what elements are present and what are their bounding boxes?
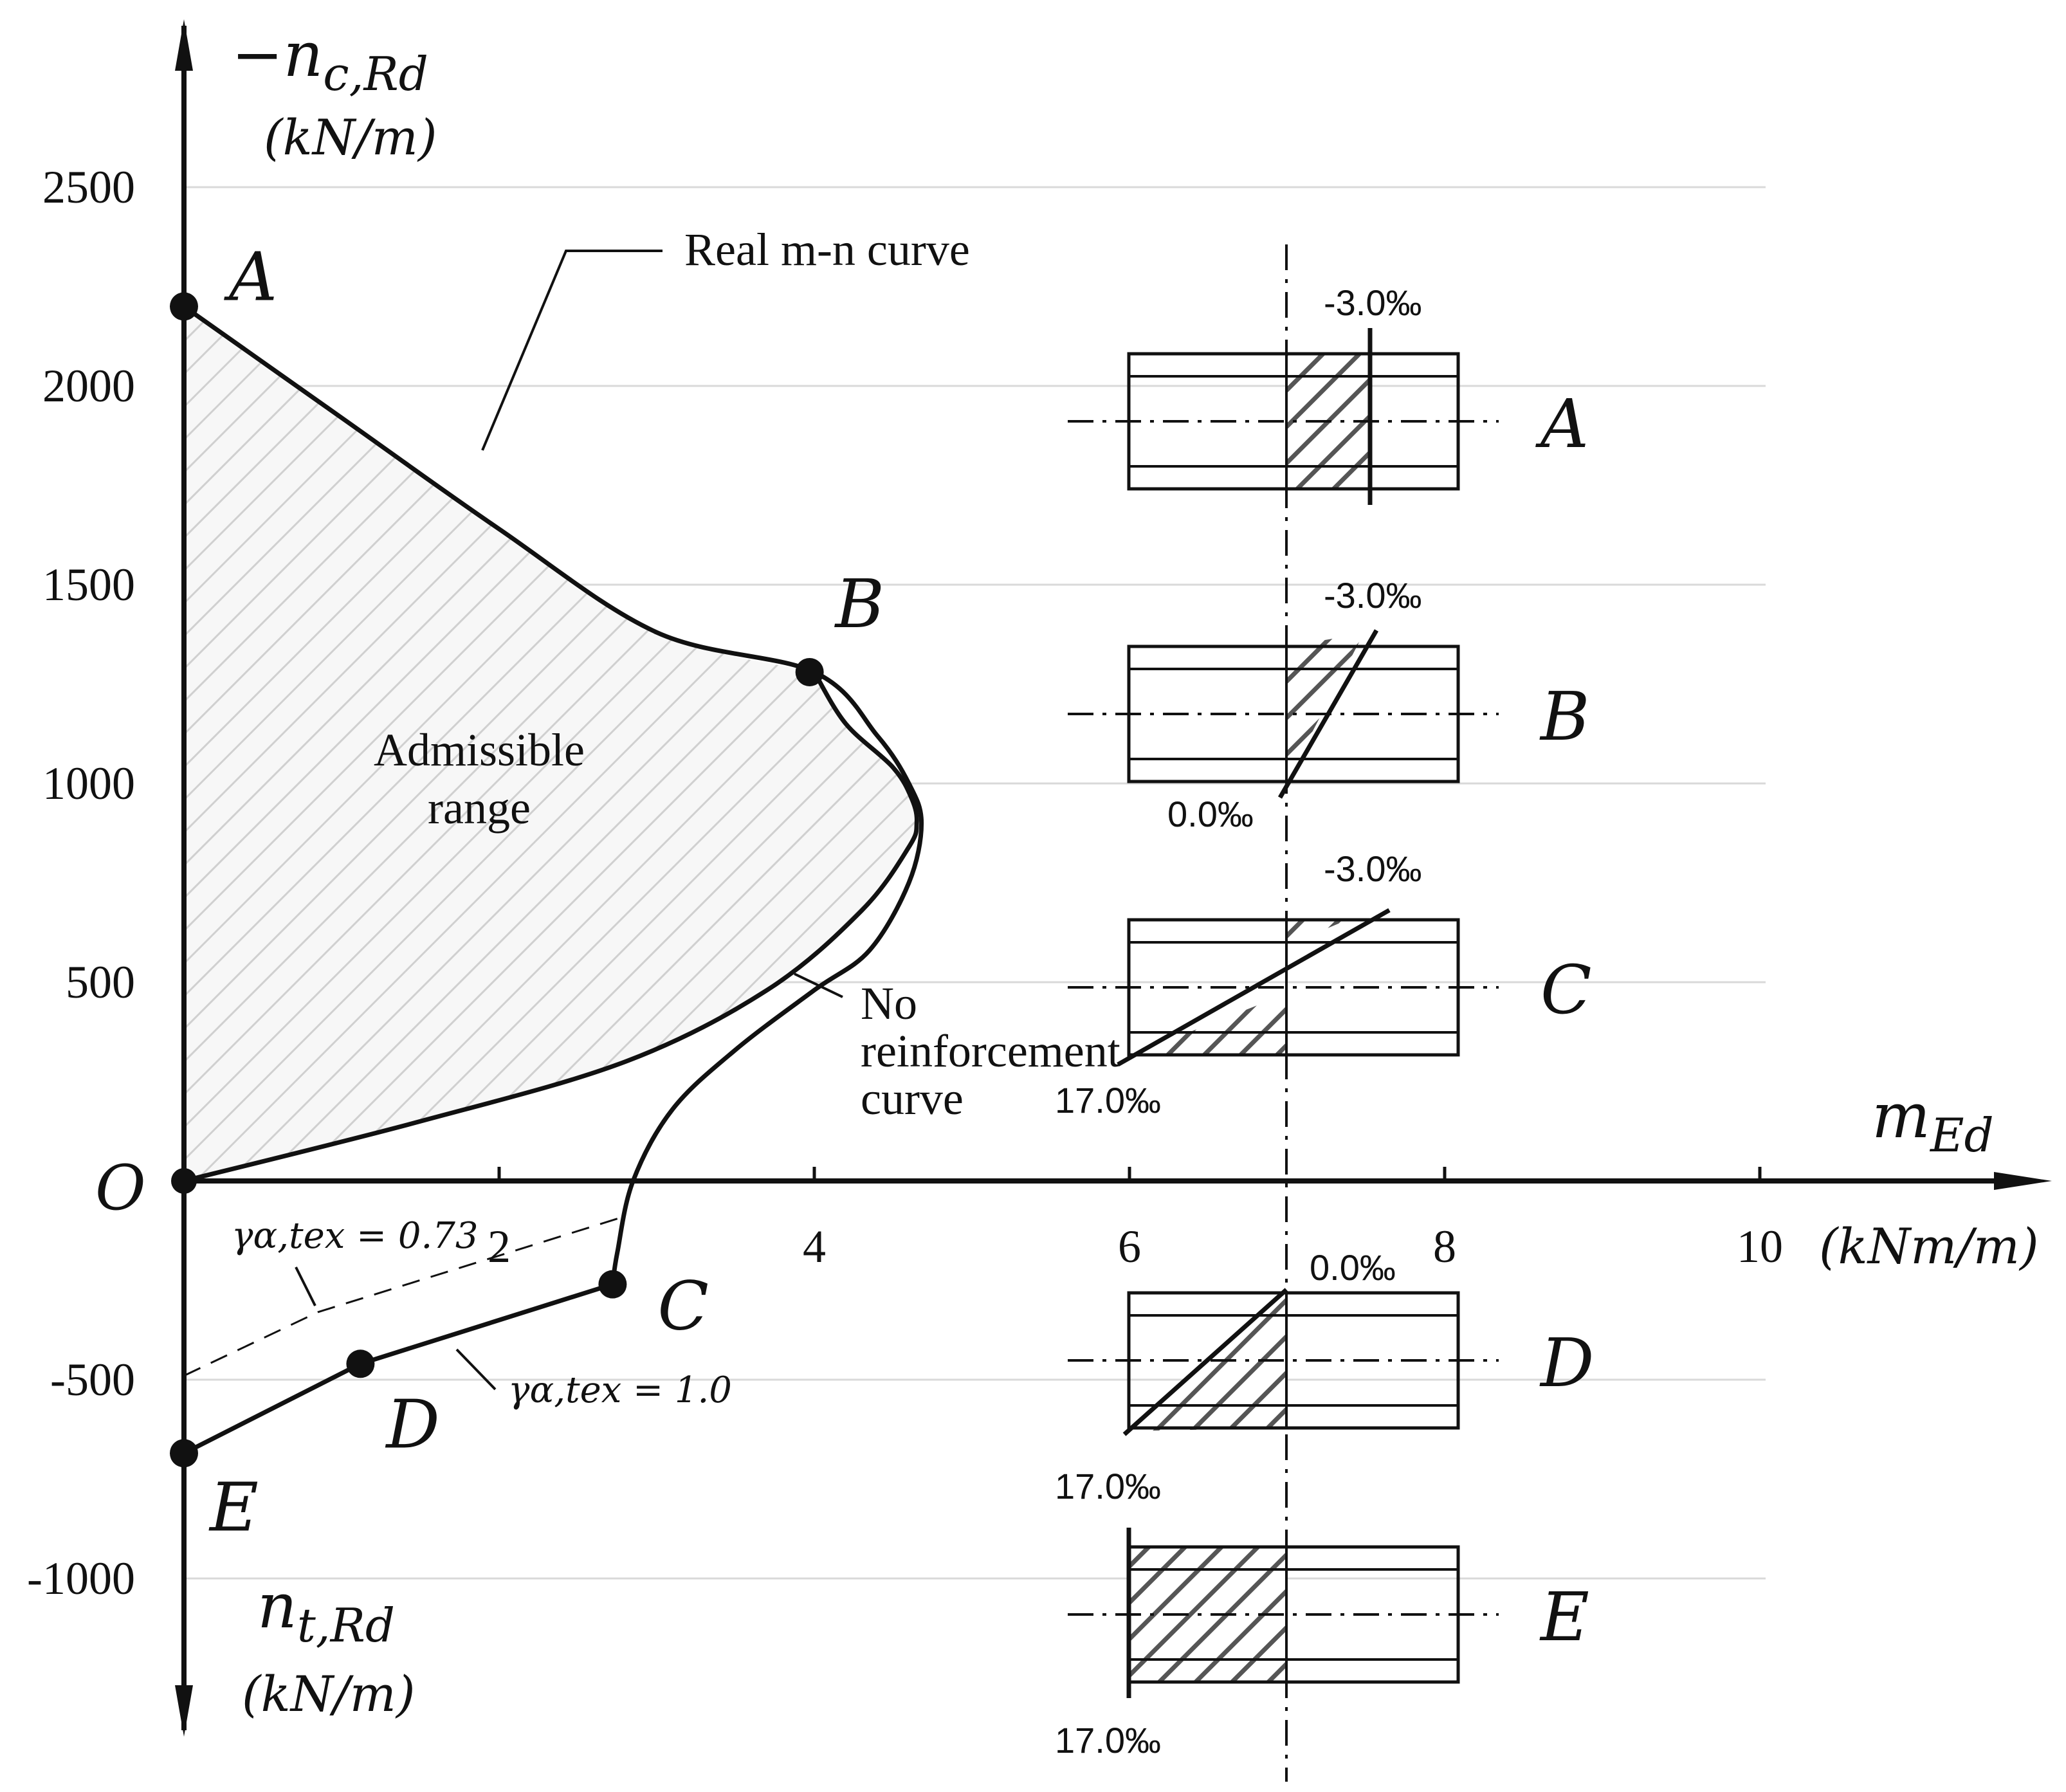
y-tick-label--500: -500 bbox=[50, 1354, 135, 1405]
x-tick-label-10: 10 bbox=[1737, 1221, 1783, 1272]
section-A: A -3.0‰ bbox=[1068, 282, 1589, 505]
point-label-D: D bbox=[385, 1385, 439, 1463]
x-tick-label-6: 6 bbox=[1118, 1221, 1141, 1272]
section-C-strain-bottom: 17.0‰ bbox=[1055, 1080, 1161, 1120]
svg-text:γα,tex = 0.73: γα,tex = 0.73 bbox=[232, 1215, 479, 1257]
point-B bbox=[795, 657, 824, 686]
y-tick-label-1500: 1500 bbox=[42, 559, 135, 610]
tick-label-layer: 2500 2000 1500 1000 500 -500 -1000 2 4 6 8 10 bbox=[27, 161, 1783, 1604]
svg-text:range: range bbox=[428, 782, 531, 834]
point-label-C: C bbox=[657, 1267, 709, 1346]
admissible-range-area bbox=[184, 306, 917, 1181]
y-tick-label-1000: 1000 bbox=[42, 758, 135, 809]
svg-text:Admissible: Admissible bbox=[374, 724, 585, 776]
y-unit-bottom: (kN/m) bbox=[242, 1665, 416, 1723]
y-axis-arrow-up bbox=[175, 19, 193, 71]
y-unit-top: (kN/m) bbox=[264, 109, 437, 166]
section-D-strain-line bbox=[1122, 1288, 1288, 1436]
section-B: B -3.0‰ 0.0‰ bbox=[1068, 575, 1589, 834]
x-unit: (kNm/m) bbox=[1819, 1218, 2039, 1275]
section-B-strain-bottom: 0.0‰ bbox=[1167, 794, 1254, 834]
y-tick-label--1000: -1000 bbox=[27, 1553, 135, 1604]
no-reinforcement-curve-line bbox=[183, 671, 919, 1184]
section-E-label: E bbox=[1539, 1578, 1589, 1656]
point-label-B: B bbox=[834, 565, 884, 643]
real-m-n-curve-line bbox=[182, 304, 924, 1285]
axes-layer bbox=[175, 19, 2052, 1737]
section-C-tension-hatch bbox=[1132, 994, 1286, 1055]
svg-text:γα,tex = 1.0: γα,tex = 1.0 bbox=[508, 1369, 732, 1411]
y-axis-bottom-label: nt,Rd (kN/m) bbox=[242, 1570, 416, 1723]
svg-text:No: No bbox=[861, 978, 917, 1029]
no-reinforcement-annotation: No reinforcement curve bbox=[794, 973, 1120, 1124]
svg-text:−nc,Rd: −nc,Rd bbox=[232, 19, 428, 101]
admissible-area-layer bbox=[184, 306, 917, 1181]
section-D: D 0.0‰ 17.0‰ bbox=[1055, 1247, 1594, 1506]
point-label-E: E bbox=[208, 1468, 259, 1546]
section-A-strain-top: -3.0‰ bbox=[1324, 282, 1422, 323]
x-tick-label-8: 8 bbox=[1433, 1221, 1456, 1272]
section-B-strain-line bbox=[1277, 629, 1379, 799]
svg-text:reinforcement: reinforcement bbox=[861, 1025, 1120, 1077]
x-tick-label-4: 4 bbox=[803, 1221, 826, 1272]
section-D-strain-top: 0.0‰ bbox=[1310, 1247, 1396, 1288]
curve-layer: A B C D E bbox=[170, 237, 924, 1546]
section-D-label: D bbox=[1539, 1324, 1594, 1402]
section-E: E 17.0‰ bbox=[1055, 1528, 1589, 1760]
y-axis-top-label: −nc,Rd (kN/m) bbox=[232, 19, 437, 166]
x-tick-label-2: 2 bbox=[488, 1221, 511, 1272]
section-A-label: A bbox=[1535, 385, 1589, 463]
section-C-label: C bbox=[1540, 951, 1592, 1029]
y-tick-label-500: 500 bbox=[66, 956, 135, 1008]
svg-text:Real m-n curve: Real m-n curve bbox=[684, 224, 970, 275]
y-tick-label-2500: 2500 bbox=[42, 161, 135, 213]
admissible-range-label: Admissible range bbox=[374, 724, 585, 834]
point-D bbox=[346, 1349, 375, 1378]
section-C-strain-line bbox=[1117, 908, 1391, 1067]
svg-text:nt,Rd: nt,Rd bbox=[257, 1570, 395, 1652]
y-axis-arrow-down bbox=[175, 1685, 193, 1737]
section-B-label: B bbox=[1539, 677, 1589, 756]
gamma-073-annotation: γα,tex = 0.73 bbox=[232, 1215, 479, 1306]
section-C-compression-hatch bbox=[1286, 920, 1348, 946]
x-axis-arrow bbox=[1994, 1172, 2052, 1190]
svg-text:curve: curve bbox=[861, 1073, 964, 1124]
section-B-strain-top: -3.0‰ bbox=[1324, 575, 1422, 616]
origin-label: O bbox=[95, 1152, 146, 1224]
real-curve-annotation: Real m-n curve bbox=[481, 224, 970, 451]
point-C bbox=[598, 1270, 627, 1299]
y-tick-label-2000: 2000 bbox=[42, 360, 135, 412]
section-E-strain-bottom: 17.0‰ bbox=[1055, 1720, 1161, 1760]
section-E-hatch bbox=[1129, 1547, 1286, 1682]
section-C: C -3.0‰ 17.0‰ bbox=[1055, 848, 1592, 1120]
section-C-strain-top: -3.0‰ bbox=[1324, 848, 1422, 889]
point-label-A: A bbox=[224, 237, 277, 316]
section-diagrams-layer: A -3.0‰ B -3.0‰ 0.0‰ C -3.0‰ 17.0‰ D 0.0‰ 17.0‰ E 17… bbox=[1055, 244, 1594, 1782]
svg-text:mEd: mEd bbox=[1872, 1080, 1994, 1162]
section-D-strain-bottom: 17.0‰ bbox=[1055, 1466, 1161, 1506]
gamma-10-annotation: γα,tex = 1.0 bbox=[455, 1348, 732, 1411]
curve-line-3 bbox=[183, 1218, 618, 1377]
x-axis-label: mEd (kNm/m) bbox=[1819, 1080, 2039, 1275]
section-B-hatch bbox=[1286, 634, 1364, 782]
